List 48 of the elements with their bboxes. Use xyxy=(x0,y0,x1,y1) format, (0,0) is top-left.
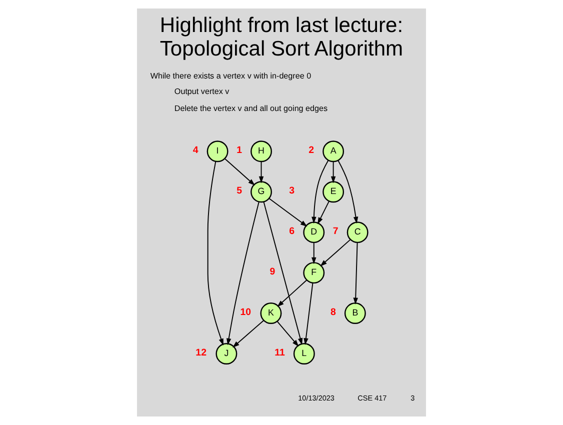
node-label: 12 xyxy=(196,347,206,358)
arrow xyxy=(263,201,303,345)
node-label: 9 xyxy=(270,266,276,278)
node-circle: I xyxy=(206,140,228,162)
node-label: 1 xyxy=(236,145,242,156)
arrow xyxy=(330,161,336,184)
node-label: 6 xyxy=(289,226,295,238)
node-label: 8 xyxy=(330,306,336,318)
node-circle: F xyxy=(303,262,325,284)
node-label: 2 xyxy=(308,145,314,156)
node-circle: L xyxy=(293,343,315,364)
label: While there exists a vertex v with in-degree 0 xyxy=(150,72,312,81)
arrow xyxy=(277,280,308,307)
node-circle: H xyxy=(250,140,272,162)
label: 3 xyxy=(410,393,415,402)
arrow xyxy=(338,160,358,224)
node-circle: G xyxy=(250,181,272,203)
node-label: 11 xyxy=(274,347,285,358)
diagram-title: Highlight from last lecture: Topological Sort Algorithm xyxy=(160,14,404,60)
arrow xyxy=(320,239,351,266)
label: Delete the vertex v and all out going edges xyxy=(174,104,328,113)
arrow xyxy=(226,201,260,346)
node-circle: J xyxy=(216,343,238,364)
arrow xyxy=(312,242,316,264)
node-circle: E xyxy=(322,181,344,203)
arrow xyxy=(232,320,264,348)
node-circle: C xyxy=(346,222,368,244)
arrow xyxy=(268,198,308,227)
arrow xyxy=(207,160,224,346)
arrow xyxy=(312,160,329,224)
node-circle: A xyxy=(322,140,344,162)
node-label: 10 xyxy=(240,306,252,318)
label: Output vertex v xyxy=(174,86,230,96)
node-circle: D xyxy=(303,222,325,244)
label: CSE 417 xyxy=(358,393,387,402)
node-circle: B xyxy=(344,302,366,324)
arrow xyxy=(276,321,299,347)
node-circle: K xyxy=(260,302,282,324)
label: 10/13/2023 xyxy=(298,393,334,402)
arrow xyxy=(258,161,264,184)
node-label: 4 xyxy=(192,145,198,156)
arrow xyxy=(353,242,358,305)
node-label: 7 xyxy=(332,226,338,238)
arrow xyxy=(318,200,330,224)
node-label: 3 xyxy=(289,186,295,197)
arrow xyxy=(224,158,255,186)
arrow xyxy=(304,282,314,346)
node-label: 5 xyxy=(236,186,242,197)
